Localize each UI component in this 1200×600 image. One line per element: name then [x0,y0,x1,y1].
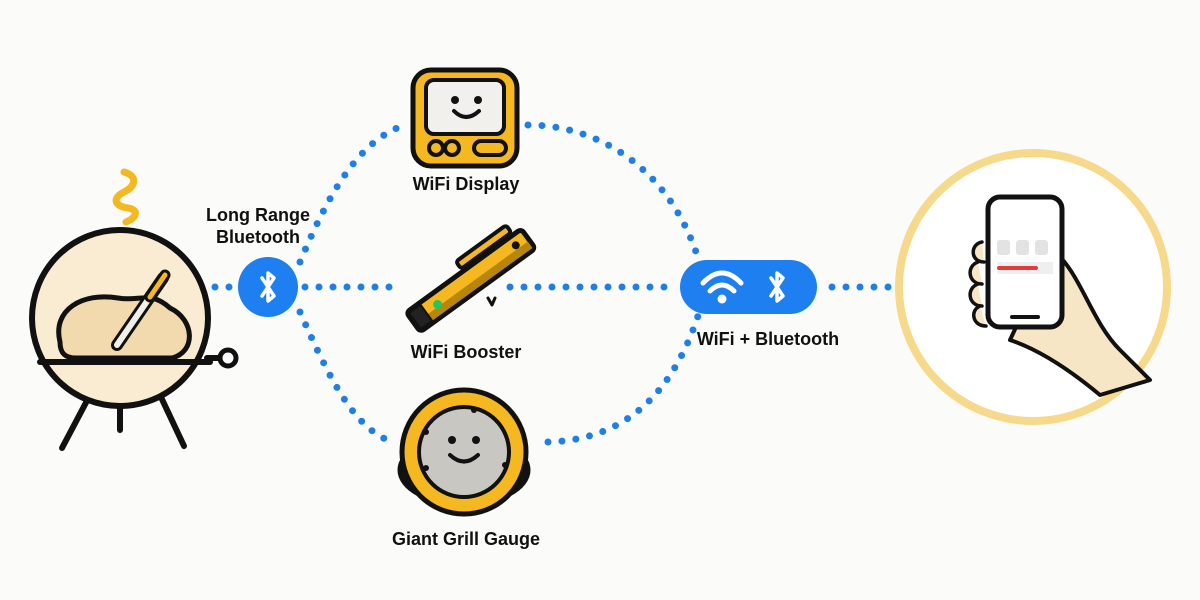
bluetooth-icon [260,271,276,303]
label-wifi-booster: WiFi Booster [411,342,522,362]
giant-grill-gauge-device-icon [397,387,531,517]
label-long-range-line2: Bluetooth [216,227,300,247]
label-long-range-line1: Long Range [206,205,310,225]
grill-with-probe-icon [29,227,239,451]
wifi-bluetooth-hub [680,260,817,314]
connection-display-to-hub [524,121,702,262]
connection-bluetooth-to-gauge [296,308,397,446]
label-wifi-display: WiFi Display [413,174,520,194]
connection-gauge-to-hub [544,312,702,446]
bluetooth-icon [769,271,785,303]
smoke-squiggle-icon [112,168,139,226]
label-giant-grill-gauge: Giant Grill Gauge [392,529,540,549]
wifi-booster-device-icon [405,224,537,333]
hand-holding-phone-icon [895,149,1171,425]
wifi-icon [700,270,744,304]
connection-bluetooth-to-display [296,121,409,266]
wifi-display-device-icon [410,67,520,169]
connection-lines [211,121,969,446]
label-wifi-bluetooth: WiFi + Bluetooth [697,329,839,349]
